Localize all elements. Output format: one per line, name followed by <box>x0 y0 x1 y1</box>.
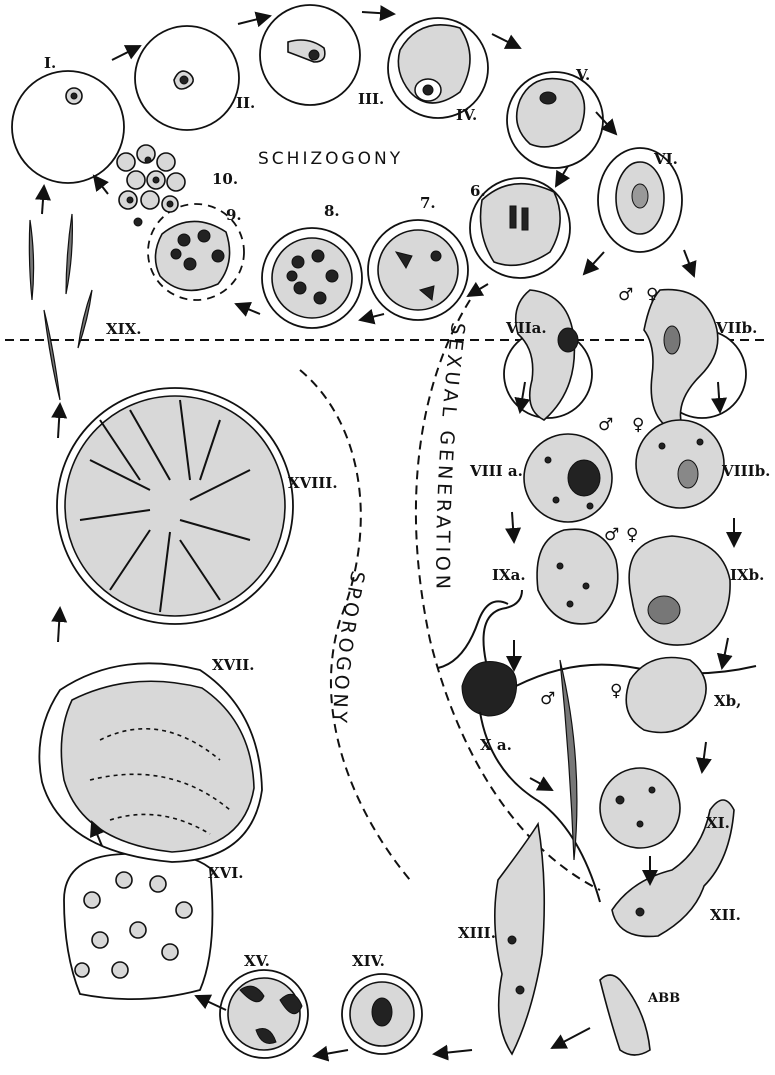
stomach-wall-fragment <box>600 975 650 1055</box>
label-10: 10. <box>212 170 238 188</box>
label-7: 7. <box>420 194 436 212</box>
stage-VIIIb-gametocyte <box>636 420 724 508</box>
stage-XVI-oocyst <box>64 853 212 1000</box>
stage-XI-fertilised-cell <box>600 768 680 848</box>
label-9: 9. <box>226 206 242 224</box>
label-6: 6. <box>470 182 486 200</box>
female-symbol-X: ♀ <box>610 681 622 701</box>
male-symbol-VII: ♂ <box>618 285 633 305</box>
label-I: I. <box>44 54 56 72</box>
stage-III-cell <box>260 5 360 105</box>
stage-VIIa-gametocyte <box>504 290 592 420</box>
female-symbol-VII: ♀ <box>646 285 658 305</box>
female-symbol-VIII: ♀ <box>632 415 644 435</box>
stage-7-cell <box>368 220 468 320</box>
label-XV: XV. <box>244 952 270 970</box>
sporogony-heading: SPOROGONY <box>328 569 368 727</box>
stage-I-cell <box>12 71 124 183</box>
stage-XV-oocyst <box>220 970 308 1058</box>
label-XVIII: XVIII. <box>288 474 338 492</box>
label-IXa: IXa. <box>492 566 526 584</box>
label-VI: VI. <box>653 150 678 168</box>
stage-V-cell <box>507 72 603 168</box>
stage-IXb-gamete <box>629 536 730 645</box>
male-symbol-VIII: ♂ <box>598 415 613 435</box>
stage-XIII-ookinete <box>495 824 544 1054</box>
label-XII: XII. <box>710 906 741 924</box>
label-VIIIb: VIIIb. <box>721 462 770 480</box>
male-symbol-IX: ♂ <box>604 525 619 545</box>
label-XIX: XIX. <box>106 320 142 338</box>
label-VIIb: VIIb. <box>715 319 757 337</box>
label-IV: IV. <box>456 106 477 124</box>
label-XI: XI. <box>706 814 730 832</box>
label-IXb: IXb. <box>730 566 764 584</box>
stage-XVII-oocyst <box>39 663 262 862</box>
label-Xb: Xb, <box>714 692 741 710</box>
stage-8-cell <box>262 228 362 328</box>
stage-VIIb-gametocyte <box>644 290 746 436</box>
stage-II-cell <box>135 26 239 130</box>
label-XIV: XIV. <box>352 952 385 970</box>
schizogony-heading: SCHIZOGONY <box>258 149 403 169</box>
label-II: II. <box>236 94 255 112</box>
label-VIIIa: VIII a. <box>469 462 523 480</box>
label-V: V. <box>575 66 590 84</box>
stage-XIX-sporozoites <box>29 214 92 400</box>
label-XVII: XVII. <box>212 656 255 674</box>
stage-IV-cell <box>388 18 488 118</box>
label-XVI: XVI. <box>208 864 244 882</box>
sexual-generation-heading: SEXUAL GENERATION <box>431 321 469 593</box>
label-III: III. <box>358 90 384 108</box>
label-8: 8. <box>324 202 340 220</box>
artist-signature: ABB <box>647 991 680 1006</box>
label-XIII: XIII. <box>458 924 496 942</box>
label-VIIa: VIIa. <box>505 319 547 337</box>
stage-XIV-oocyst <box>342 974 422 1054</box>
female-symbol-IX: ♀ <box>626 525 638 545</box>
stage-VIIIa-gametocyte <box>524 434 612 522</box>
stage-XVIII-oocyst <box>57 388 293 624</box>
label-Xa: X a. <box>480 736 512 754</box>
male-symbol-X: ♂ <box>540 689 555 709</box>
